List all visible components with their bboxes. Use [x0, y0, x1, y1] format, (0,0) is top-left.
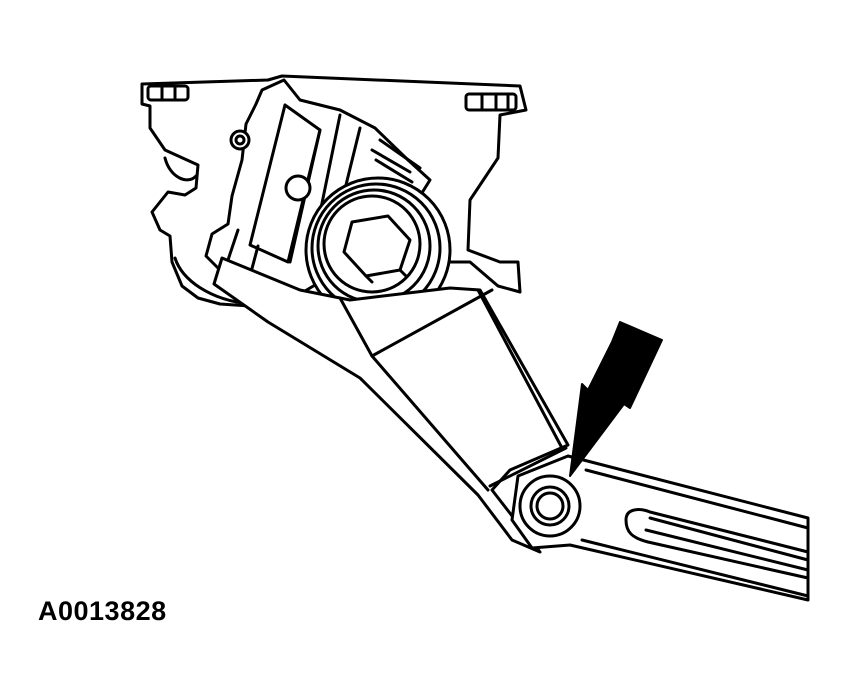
- adjuster-arm: [212, 256, 570, 554]
- hex-bolt: [342, 214, 412, 284]
- push-rod: [510, 454, 810, 602]
- figure-id-label: A0013828: [38, 596, 167, 626]
- pivot-nut: [518, 474, 582, 538]
- callout-arrow: [569, 321, 663, 477]
